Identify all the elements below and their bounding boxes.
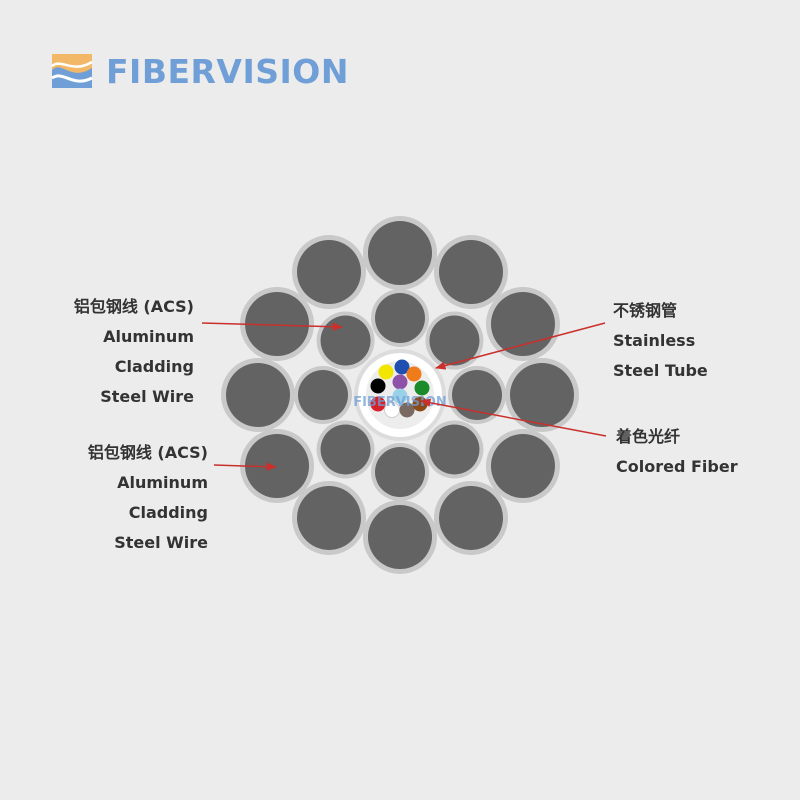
arrow-acs-bottom — [213, 462, 278, 471]
fiber-2 — [378, 364, 394, 380]
outer-wire-4-core — [510, 363, 574, 427]
arrow-acs-top — [201, 322, 344, 331]
arrow-tube — [434, 322, 606, 370]
outer-wire-2-core — [439, 240, 503, 305]
fiber-7 — [370, 396, 386, 412]
label-acs-top: 铝包钢线 (ACS) Aluminum Cladding Steel Wire — [48, 292, 194, 412]
inner-wire-1-core — [375, 293, 425, 343]
fiber-9 — [399, 402, 415, 418]
label-fiber: 着色光纤 Colored Fiber — [616, 422, 738, 482]
label-fiber-zh: 着色光纤 — [616, 427, 681, 446]
label-acs-bottom-line2: Cladding — [128, 503, 208, 522]
outer-wire-8-core — [297, 485, 361, 550]
label-acs-bottom-line3: Steel Wire — [114, 533, 208, 552]
fiber-5 — [392, 374, 408, 390]
outer-wire-layer — [221, 216, 579, 574]
label-tube: 不锈钢管 Stainless Steel Tube — [613, 296, 708, 386]
label-acs-bottom-zh: 铝包钢线 (ACS) — [87, 443, 208, 462]
inner-wire-6-core — [320, 424, 371, 475]
label-acs-top-line1: Aluminum — [103, 327, 194, 346]
outer-wire-10-core — [226, 363, 290, 427]
arrow-fiber — [419, 398, 607, 437]
label-acs-top-zh: 铝包钢线 (ACS) — [73, 297, 194, 316]
fiber-4 — [370, 378, 386, 394]
outer-wire-11-core — [245, 292, 310, 356]
inner-wire-3-core — [452, 370, 502, 420]
inner-wire-4-core — [429, 424, 480, 475]
inner-wire-7-core — [298, 370, 348, 420]
inner-wire-8-core — [320, 315, 371, 366]
label-tube-zh: 不锈钢管 — [613, 301, 678, 320]
outer-wire-12-core — [297, 240, 361, 305]
brand-name: FIBERVISION — [106, 51, 349, 91]
label-acs-bottom-line1: Aluminum — [117, 473, 208, 492]
label-acs-top-line3: Steel Wire — [100, 387, 194, 406]
outer-wire-6-core — [439, 485, 503, 550]
label-acs-top-line2: Cladding — [114, 357, 194, 376]
outer-wire-3-core — [490, 292, 555, 356]
fiber-6 — [414, 380, 430, 396]
label-tube-line1: Stainless — [613, 331, 696, 350]
brand-logo: FIBERVISION — [48, 46, 349, 96]
outer-wire-5-core — [490, 434, 555, 498]
inner-wire-2-core — [429, 315, 480, 366]
fiber-1 — [394, 359, 410, 375]
fibervision-logo-icon — [51, 54, 93, 88]
fiber-3 — [406, 366, 422, 382]
fiber-11 — [392, 388, 408, 404]
outer-wire-1-core — [368, 221, 432, 285]
outer-wire-7-core — [368, 505, 432, 569]
callout-arrows — [201, 322, 607, 471]
label-fiber-line1: Colored Fiber — [616, 457, 738, 476]
colored-fibers — [370, 359, 430, 418]
inner-wire-5-core — [375, 447, 425, 497]
label-acs-bottom: 铝包钢线 (ACS) Aluminum Cladding Steel Wire — [58, 438, 208, 558]
label-tube-line2: Steel Tube — [613, 361, 708, 380]
